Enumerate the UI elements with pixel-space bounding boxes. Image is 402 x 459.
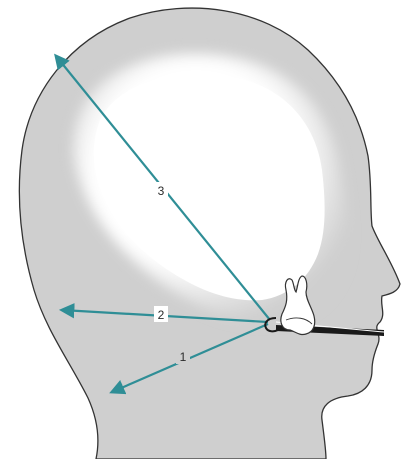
ray-3-label: 3: [158, 184, 165, 198]
ray-2-label: 2: [158, 308, 165, 322]
ray-1-label: 1: [180, 350, 187, 364]
